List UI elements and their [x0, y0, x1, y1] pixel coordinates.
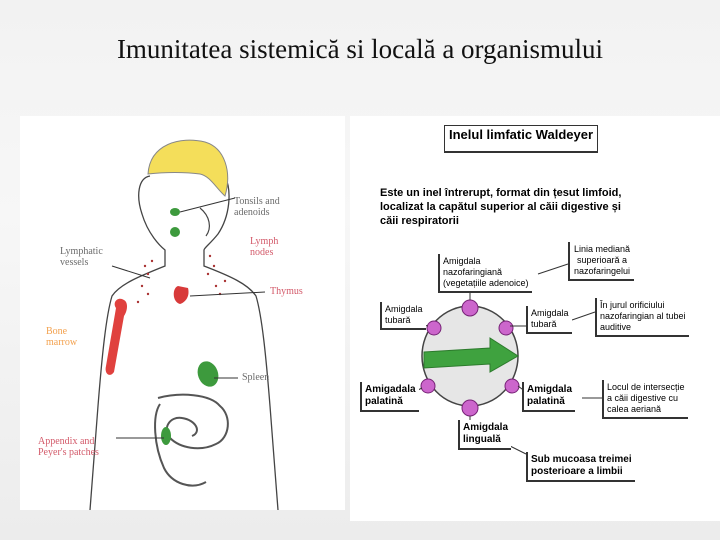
label-lymph-nodes: Lymph nodes: [250, 236, 279, 258]
slide-title: Imunitatea sistemică si locală a organis…: [116, 34, 604, 64]
label-tubal-tonsil-left: Amigdala tubară: [380, 302, 426, 330]
body-diagram-panel: Tonsils and adenoids Lymph nodes Lymphat…: [20, 116, 345, 510]
label-lymphatic-vessels: Lymphatic vessels: [60, 246, 103, 268]
label-tonsils: Tonsils and adenoids: [234, 196, 280, 218]
label-crossing-point: Locul de intersecție a căii digestive cu…: [602, 380, 688, 419]
label-spleen: Spleen: [242, 372, 270, 383]
ring-description: Este un inel întrerupt, format din țesut…: [380, 187, 622, 227]
ring-heading: Inelul limfatic Waldeyer: [444, 125, 599, 153]
ring-diagram: [409, 263, 602, 455]
label-nasopharyngeal-tonsil: Amigdala nazofaringiană (vegetațiile ade…: [438, 254, 532, 293]
label-thymus: Thymus: [270, 286, 303, 297]
label-palatine-tonsil-right: Amigdala palatină: [522, 382, 576, 412]
label-submucosa: Sub mucoasa treimei posterioare a limbii: [526, 452, 635, 482]
waldeyer-ring-panel: Inelul limfatic Waldeyer Este un inel în…: [350, 116, 720, 521]
label-appendix: Appendix and Peyer's patches: [38, 436, 99, 458]
body-illustration: [89, 139, 279, 510]
label-bone-marrow: Bone marrow: [46, 326, 78, 348]
label-median-line: Linia mediană superioară a nazofaringelu…: [568, 242, 635, 281]
label-lingual-tonsil: Amigdala linguală: [458, 420, 512, 450]
label-tubal-tonsil-right: Amigdala tubară: [526, 306, 572, 334]
label-palatine-tonsil-left: Amigadala palatină: [360, 382, 419, 412]
label-tube-orifice: În jurul orificiului nazofaringian al tu…: [595, 298, 689, 337]
